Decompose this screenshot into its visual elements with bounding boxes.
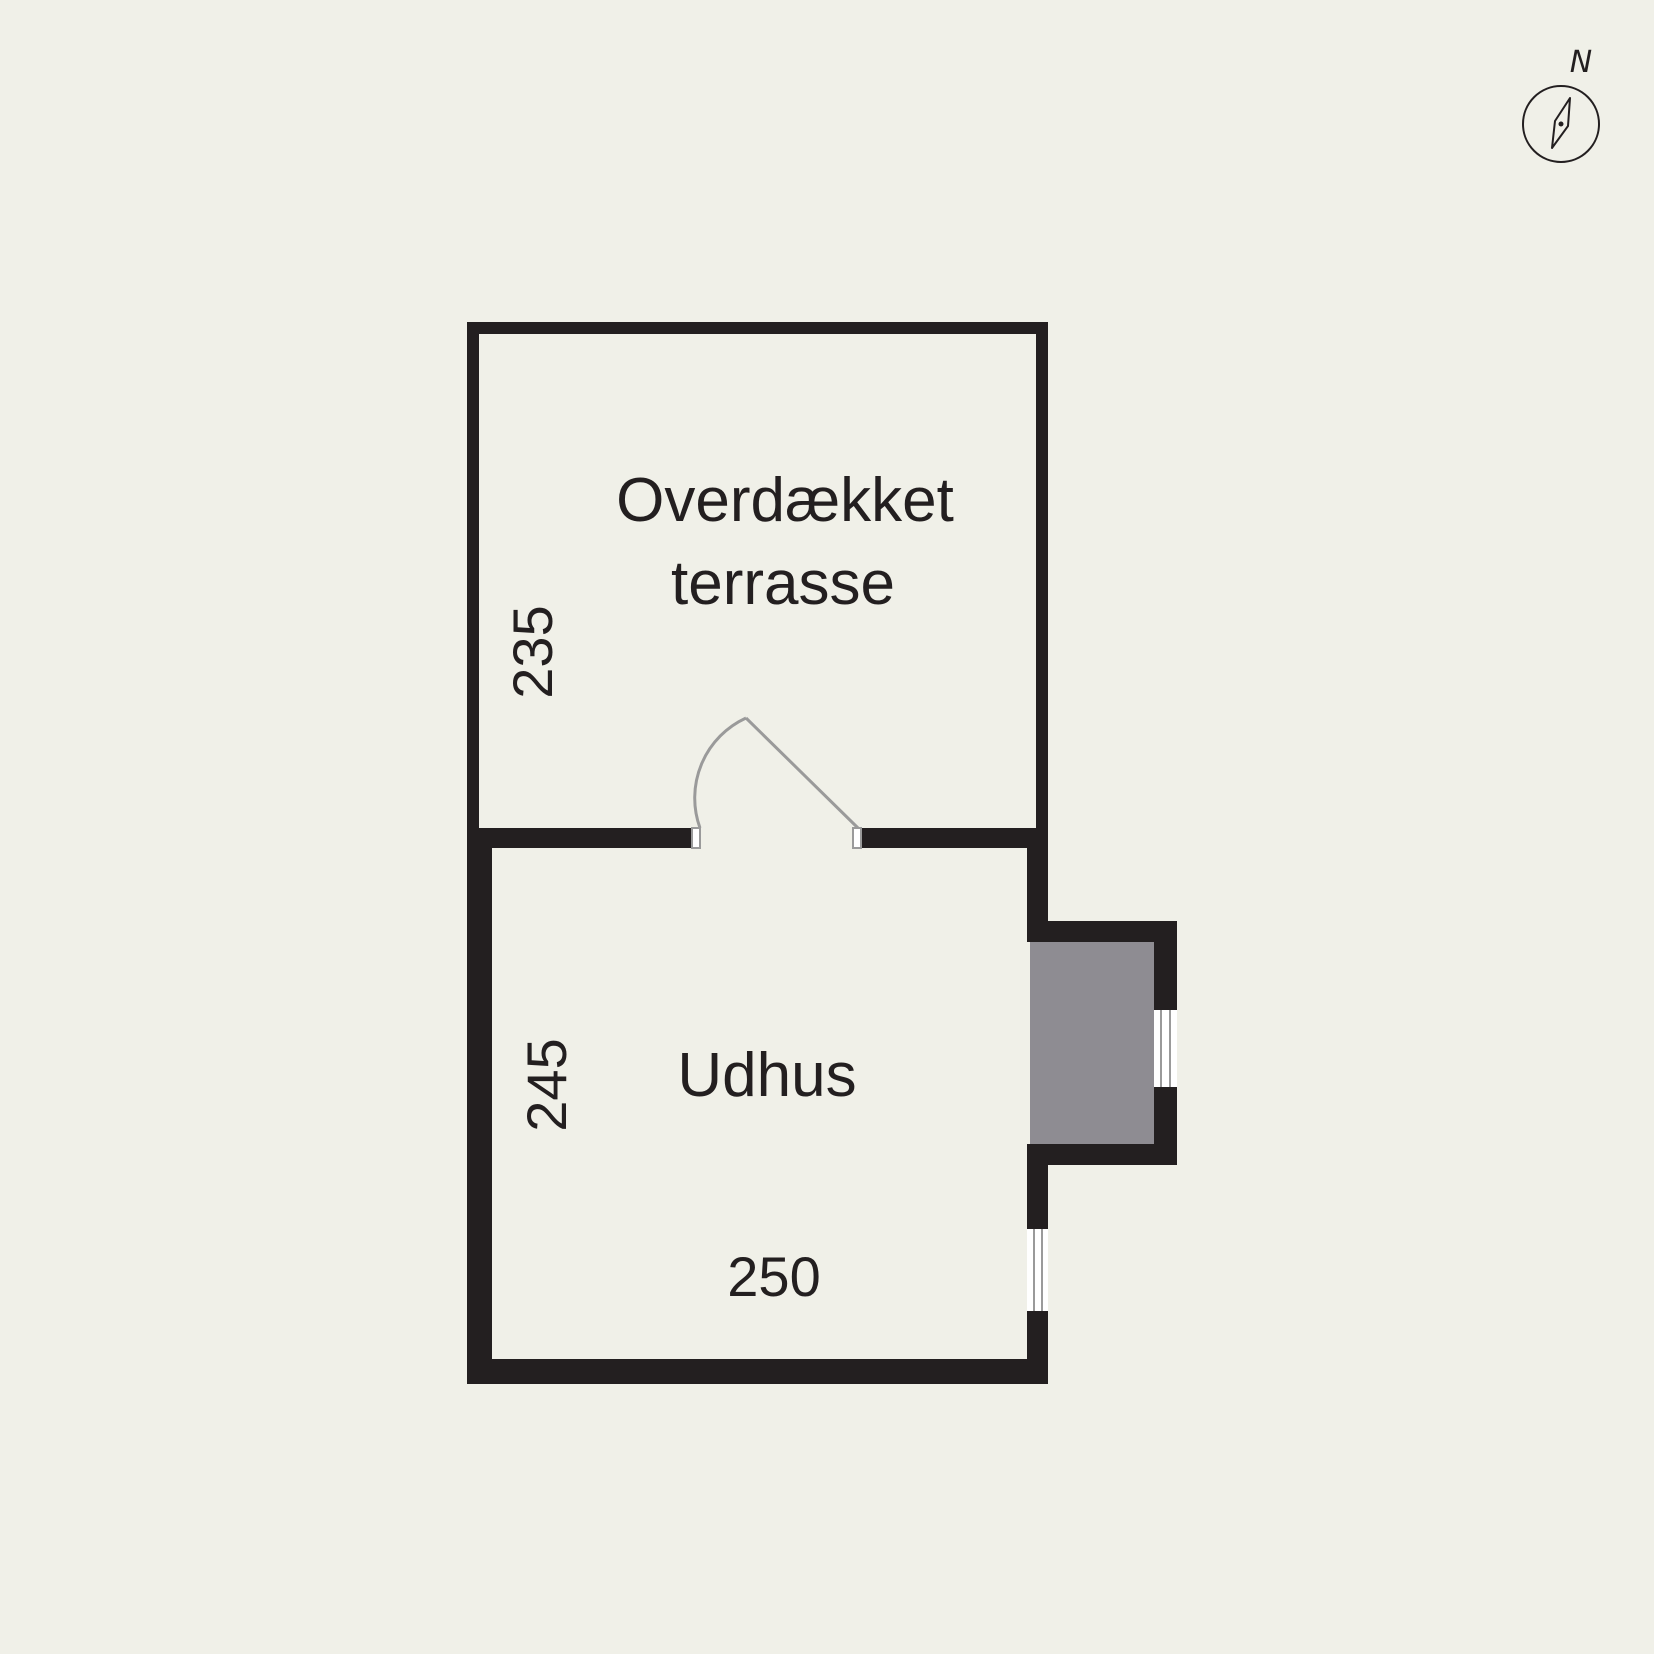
shed-wall-left: [467, 828, 492, 1384]
compass-needle-icon: [1551, 97, 1571, 149]
compass-icon: [1522, 85, 1600, 163]
shed-label: Udhus: [677, 1041, 856, 1110]
terrace-wall-top: [467, 322, 1048, 334]
partition-wall-right: [861, 828, 1048, 848]
terrace-label-line1: Overdækket: [616, 466, 954, 535]
terrace-depth-dimension: 235: [501, 605, 564, 698]
door-swing: [691, 716, 862, 849]
shed-depth-dimension: 245: [515, 1038, 578, 1131]
terrace-wall-right: [1036, 322, 1048, 850]
shed-wall-bottom: [467, 1359, 1048, 1384]
annex-wall-bottom: [1027, 1144, 1177, 1165]
annex-wall-top: [1027, 921, 1177, 942]
walls: [467, 322, 1177, 1384]
shed-wall-right-lower: [1027, 1312, 1048, 1384]
shed-wall-right-upper: [1027, 828, 1048, 942]
annex-fill: [1030, 942, 1154, 1144]
partition-wall-left: [467, 828, 692, 848]
terrace-label-line2: terrasse: [671, 549, 895, 618]
shed-width-dimension: 250: [727, 1245, 820, 1308]
annex-wall-right-upper: [1154, 921, 1177, 1009]
north-label: N: [1570, 45, 1592, 80]
compass: N: [1522, 45, 1600, 163]
annex-wall-right-lower: [1154, 1088, 1177, 1165]
shed-window: [1027, 1227, 1048, 1313]
annex-window: [1154, 1008, 1177, 1089]
terrace-wall-left: [467, 322, 479, 844]
